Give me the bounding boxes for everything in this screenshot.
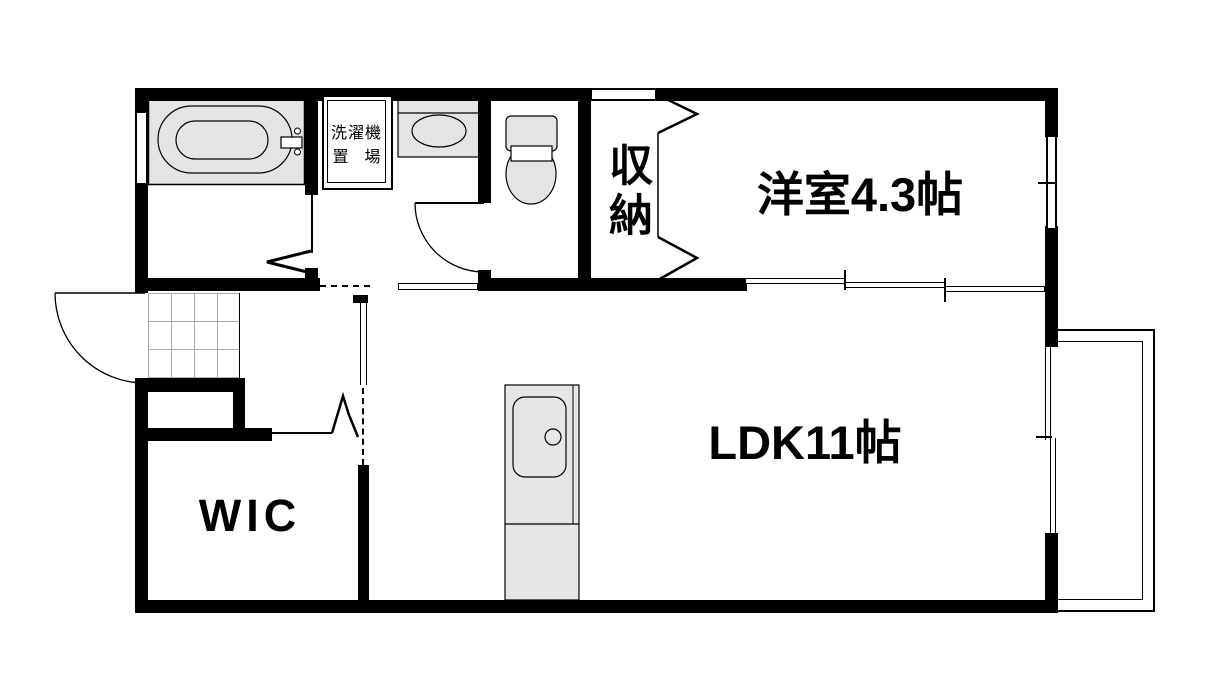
toilet-icon <box>505 115 558 205</box>
washroom-threshold <box>398 283 478 290</box>
ldk-label: LDK11帖 <box>708 416 902 469</box>
bathroom-folding-door <box>266 249 312 275</box>
kitchen-sink-icon <box>504 384 580 601</box>
wall-wic-right <box>358 465 369 613</box>
western-room-label: 洋室4.3帖 <box>756 168 964 221</box>
wall-left-upper <box>135 88 148 115</box>
sliding-door-tick-2 <box>944 278 946 302</box>
top-wall-opening <box>592 88 655 101</box>
wall-toilet-left <box>478 88 491 203</box>
bathtub-icon <box>147 94 306 186</box>
toilet-door-arc <box>414 202 485 273</box>
wall-bath-right <box>305 93 318 195</box>
laundry-box: 洗濯機 置 場 <box>322 95 393 190</box>
genkan-edge-line <box>239 293 240 378</box>
wic-label: WIC <box>198 490 302 541</box>
wic-door-leaf-line <box>272 432 332 434</box>
wall-hall-left <box>135 278 320 291</box>
wall-bath-right-block <box>305 268 318 291</box>
sliding-door-tick-1 <box>844 270 846 290</box>
balcony-slider-panel-1 <box>1045 347 1051 440</box>
balcony-slider-tick <box>1036 436 1052 438</box>
wall-right-upper <box>1045 88 1058 137</box>
wall-hall-right <box>478 278 747 291</box>
wic-folding-door <box>330 391 360 438</box>
wall-wic-top <box>147 428 272 441</box>
hall-partition-double-line <box>360 303 367 385</box>
wall-shoe-niche-right <box>233 392 245 428</box>
wall-partition-post <box>353 295 368 303</box>
closet-label: 収納 <box>602 142 651 242</box>
sliding-door-panel-2 <box>845 282 945 288</box>
washbasin-icon <box>397 94 480 158</box>
sliding-door-panel-3 <box>945 286 1045 292</box>
entrance-door-arc <box>54 292 146 384</box>
balcony-slider-panel-2 <box>1050 438 1056 533</box>
wall-genkan-top-bar <box>135 378 245 392</box>
hall-opening-dashed <box>362 388 364 465</box>
wall-closet-left <box>578 88 591 291</box>
genkan-tile-grid <box>148 293 239 378</box>
wall-left-lower <box>135 380 148 613</box>
balcony-inner-line <box>1056 341 1143 600</box>
bath-partition-line <box>311 195 313 253</box>
sliding-door-panel-1 <box>745 278 845 284</box>
wall-toilet-block <box>478 270 491 291</box>
laundry-box-inner: 洗濯機 置 場 <box>327 100 386 183</box>
wall-bottom <box>135 600 1058 613</box>
washroom-opening-dashed <box>320 285 370 287</box>
closet-folding-doors <box>657 93 700 282</box>
western-room-window-tick <box>1038 182 1056 184</box>
bathroom-window <box>135 113 148 185</box>
laundry-label-line1: 洗濯機 <box>330 125 382 142</box>
laundry-label-line2: 置 場 <box>332 149 381 166</box>
wall-right-lower <box>1045 533 1058 613</box>
wall-right-mid <box>1045 226 1058 347</box>
wall-left-mid <box>135 183 148 293</box>
